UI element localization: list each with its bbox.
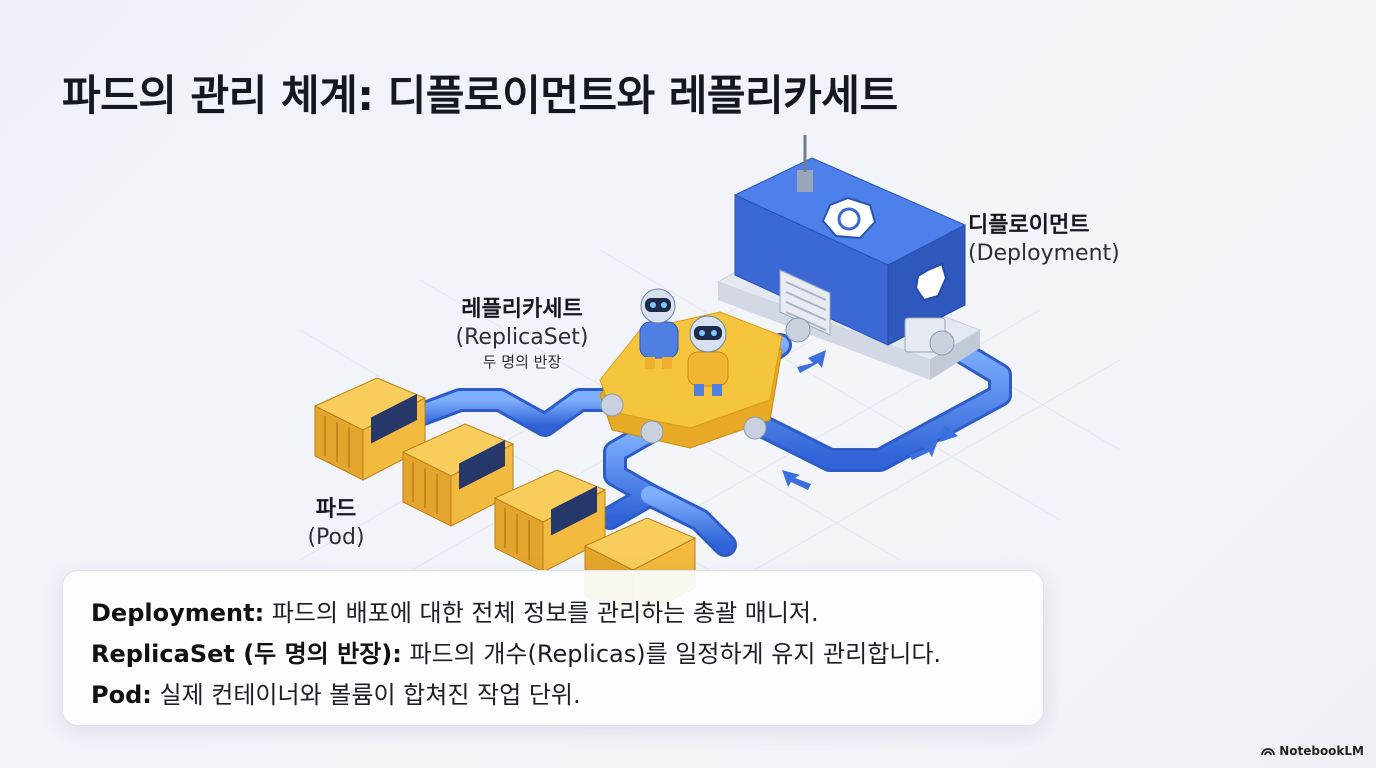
robot-icon xyxy=(639,288,679,369)
container-icon xyxy=(313,377,427,481)
notebooklm-brand: NotebookLM xyxy=(1261,744,1364,758)
notebooklm-logo-icon xyxy=(1261,748,1276,756)
arrow-icon xyxy=(940,425,958,442)
arrow-icon xyxy=(909,440,938,460)
kubernetes-helm-icon xyxy=(914,262,948,302)
arrow-icon xyxy=(782,470,811,490)
replicaset-label-en: (ReplicaSet) xyxy=(455,324,589,350)
deployment-building xyxy=(716,135,982,380)
legend-term: ReplicaSet (두 명의 반장): xyxy=(91,640,402,668)
legend-term: Pod: xyxy=(91,681,152,709)
deployment-label-ko: 디플로이먼트 xyxy=(968,213,1090,238)
replicaset-label-sub: 두 명의 반장 xyxy=(482,353,562,371)
arrow-icon xyxy=(797,350,826,373)
kubernetes-helm-icon xyxy=(821,196,877,240)
robot-icon xyxy=(687,315,729,396)
legend-desc: 파드의 배포에 대한 전체 정보를 관리하는 총괄 매니저. xyxy=(264,599,819,627)
replicaset-label: 레플리카세트 (ReplicaSet) 두 명의 반장 xyxy=(442,296,602,372)
container-icon xyxy=(401,423,515,527)
deployment-label: 디플로이먼트 (Deployment) xyxy=(968,212,1120,267)
pod-label: 파드 (Pod) xyxy=(296,496,376,551)
deployment-label-en: (Deployment) xyxy=(968,240,1120,266)
flow-arrows xyxy=(782,350,958,490)
legend-card: Deployment: 파드의 배포에 대한 전체 정보를 관리하는 총괄 매니… xyxy=(62,570,1044,726)
pod-label-en: (Pod) xyxy=(307,524,365,550)
legend-row-pod: Pod: 실제 컨테이너와 볼륨이 합쳐진 작업 단위. xyxy=(91,675,1015,716)
legend-desc: 실제 컨테이너와 볼륨이 합쳐진 작업 단위. xyxy=(151,681,581,709)
brand-label: NotebookLM xyxy=(1279,744,1364,758)
legend-term: Deployment: xyxy=(91,599,265,627)
page-title: 파드의 관리 체계: 디플로이먼트와 레플리카세트 xyxy=(62,71,898,120)
replicaset-label-ko: 레플리카세트 xyxy=(461,297,583,322)
legend-row-deployment: Deployment: 파드의 배포에 대한 전체 정보를 관리하는 총괄 매니… xyxy=(91,593,1015,634)
legend-row-replicaset: ReplicaSet (두 명의 반장): 파드의 개수(Replicas)를 … xyxy=(91,634,1015,675)
pod-label-ko: 파드 xyxy=(315,497,357,522)
legend-desc: 파드의 개수(Replicas)를 일정하게 유지 관리합니다. xyxy=(401,640,942,668)
